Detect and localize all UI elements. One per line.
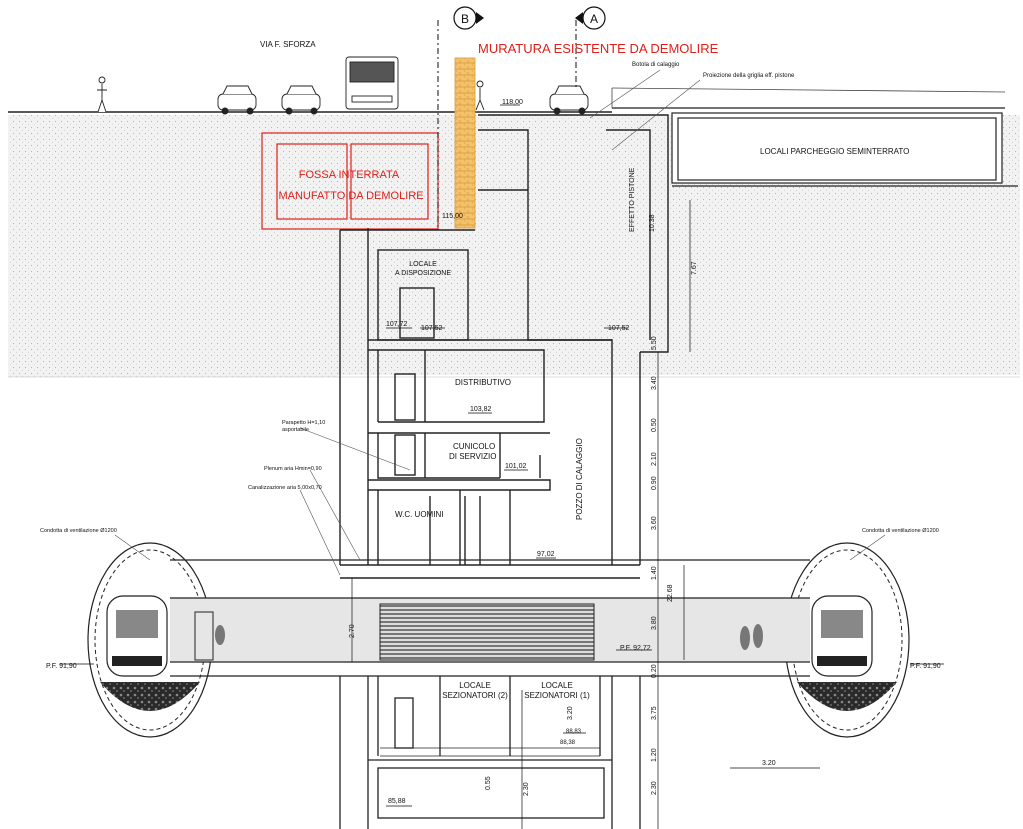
room-sez1-line2: SEZIONATORI (1) bbox=[524, 691, 590, 700]
note-condotta-right: Condotta di ventilazione Ø1200 bbox=[862, 528, 939, 534]
elev-107c: 107,52 bbox=[608, 325, 630, 332]
note-condotta-left: Condotta di ventilazione Ø1200 bbox=[40, 528, 117, 534]
dim-230b: 2.30 bbox=[523, 782, 530, 796]
dim-380: 3.80 bbox=[651, 616, 658, 630]
section-label-b: B bbox=[461, 12, 469, 26]
elev-107b: 107,52 bbox=[421, 325, 443, 332]
brick-wall bbox=[454, 57, 476, 229]
elev-97: 97,02 bbox=[537, 551, 555, 558]
room-sez1-line1: LOCALE bbox=[541, 681, 573, 690]
dim-375: 3.75 bbox=[651, 706, 658, 720]
note-parapetto-line2: asportabile bbox=[282, 427, 309, 433]
dim-120: 1.20 bbox=[651, 748, 658, 762]
note-proiezione: Proiezione della griglia eff. pistone bbox=[703, 73, 795, 79]
dim-767: 7.67 bbox=[691, 261, 698, 275]
dim-340: 3.40 bbox=[651, 376, 658, 390]
elev-pf-left: P.F. 91,90 bbox=[46, 663, 77, 670]
room-distributivo: DISTRIBUTIVO bbox=[455, 378, 511, 387]
wall-demolition-title: MURATURA ESISTENTE DA DEMOLIRE bbox=[478, 41, 719, 56]
room-parcheggio: LOCALI PARCHEGGIO SEMINTERRATO bbox=[760, 147, 909, 156]
street-vehicles bbox=[97, 56, 747, 181]
pedestrian-2 bbox=[475, 80, 485, 111]
room-cunicolo-line1: CUNICOLO bbox=[453, 442, 495, 451]
section-lines bbox=[437, 20, 577, 228]
dim-210: 2.10 bbox=[651, 452, 658, 466]
dim-550: 5.50 bbox=[651, 336, 658, 350]
dim-270: 2.70 bbox=[349, 624, 356, 638]
elev-pf-right: P.F. 91,90 bbox=[910, 663, 941, 670]
tunnel-right bbox=[784, 542, 910, 738]
dim-140: 1.40 bbox=[651, 566, 658, 580]
section-label-a: A bbox=[590, 12, 598, 26]
elev-101: 101,02 bbox=[505, 463, 527, 470]
elev-85: 85,88 bbox=[388, 798, 406, 805]
dim-230: 2.30 bbox=[651, 781, 658, 795]
leader-lines bbox=[114, 69, 886, 576]
elev-107a: 107,72 bbox=[386, 321, 408, 328]
elev-115: 115,00 bbox=[442, 213, 463, 220]
dim-055: 0.55 bbox=[485, 776, 492, 790]
dim-360: 3.60 bbox=[651, 516, 658, 530]
room-effetto-pistone: EFFETTO PISTONE bbox=[629, 167, 636, 232]
parking-building bbox=[671, 112, 1018, 187]
elev-pf-mid: P.F. 92,72 bbox=[620, 645, 651, 652]
elev-118: 118,00 bbox=[502, 99, 523, 106]
elev-88b: 88,38 bbox=[560, 740, 576, 746]
pedestrian-figure bbox=[97, 76, 107, 113]
pit-label-line2: MANUFATTO DA DEMOLIRE bbox=[278, 190, 423, 202]
car-3 bbox=[549, 85, 589, 115]
elev-88: 88,83 bbox=[566, 729, 582, 735]
elev-103: 103,82 bbox=[470, 406, 492, 413]
note-canalizzazione: Canalizzazione aria 5,00x0,70 bbox=[248, 485, 322, 491]
dim-320b: 3.20 bbox=[762, 760, 776, 767]
bus bbox=[345, 56, 399, 110]
section-marker-b bbox=[453, 6, 484, 30]
passenger-figures bbox=[215, 624, 763, 650]
room-sez2-line2: SEZIONATORI (2) bbox=[442, 691, 508, 700]
room-cunicolo-line2: DI SERVIZIO bbox=[449, 452, 496, 461]
note-parapetto-line1: Parapetto H=1,10 bbox=[282, 420, 325, 426]
dim-2268: 22.68 bbox=[667, 584, 674, 602]
station-passage bbox=[170, 559, 810, 677]
dimension-lines bbox=[351, 200, 820, 829]
demolition-pit bbox=[261, 132, 439, 230]
car-2 bbox=[281, 85, 321, 115]
room-pozzo: POZZO DI CALAGGIO bbox=[575, 438, 584, 520]
dim-320: 3.20 bbox=[567, 706, 574, 720]
dim-090: 0.90 bbox=[651, 476, 658, 490]
street-name: VIA F. SFORZA bbox=[260, 40, 316, 49]
car-1 bbox=[217, 85, 257, 115]
dim-050: 0.50 bbox=[651, 418, 658, 432]
section-marker-a bbox=[575, 6, 606, 30]
pit-label-line1: FOSSA INTERRATA bbox=[299, 169, 400, 181]
note-plenum: Plenum aria Hmin=0,90 bbox=[264, 466, 322, 472]
tunnel-left bbox=[87, 542, 213, 738]
note-botola: Botola di calaggio bbox=[632, 62, 680, 68]
room-wc: W.C. UOMINI bbox=[395, 510, 443, 519]
shaft-structure bbox=[339, 114, 669, 579]
elevation-markers bbox=[60, 104, 944, 807]
lower-rooms bbox=[339, 676, 641, 829]
dim-1038: 10.38 bbox=[649, 214, 656, 232]
room-locale-line1: LOCALE bbox=[409, 261, 437, 268]
road-surface bbox=[8, 87, 1006, 113]
room-locale-line2: A DISPOSIZIONE bbox=[395, 270, 451, 277]
room-sez2-line1: LOCALE bbox=[459, 681, 491, 690]
dim-020: 0.20 bbox=[651, 664, 658, 678]
